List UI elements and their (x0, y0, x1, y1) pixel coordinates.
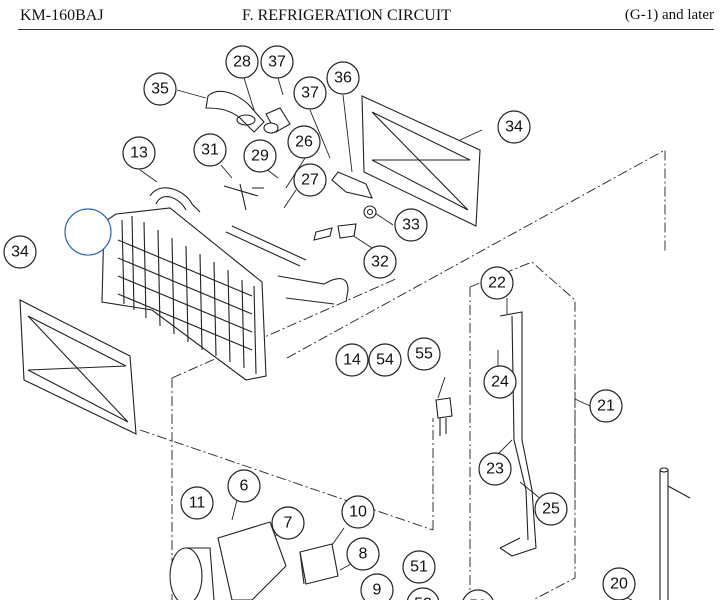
callout-12: 12 (64, 208, 112, 256)
tube-insulation-36-part (331, 171, 373, 199)
insulation-panel-left (19, 299, 137, 435)
svg-text:33: 33 (402, 217, 420, 234)
callout-53: 53 (462, 589, 494, 600)
svg-text:21: 21 (597, 398, 615, 415)
svg-text:34: 34 (11, 244, 29, 261)
callout-9: 9 (360, 573, 394, 600)
svg-text:35: 35 (151, 81, 169, 98)
strainer-part (223, 183, 264, 211)
svg-text:26: 26 (295, 134, 313, 151)
callout-10: 10 (341, 495, 375, 529)
callout-21: 21 (589, 389, 623, 423)
callout-8: 8 (346, 537, 380, 571)
suction-pipe-part (205, 90, 265, 133)
callout-24: 24 (483, 365, 517, 399)
thermistor-holder-part (363, 205, 377, 219)
callout-52: 52 (406, 587, 440, 600)
svg-text:27: 27 (301, 172, 319, 189)
float-switch-part (435, 397, 453, 436)
page-header: KM-160BAJ F. REFRIGERATION CIRCUIT (G-1)… (0, 0, 720, 32)
section-title: F. REFRIGERATION CIRCUIT (242, 7, 451, 24)
fan-motor-part (169, 521, 287, 600)
water-tube-assembly-outline (469, 261, 576, 600)
svg-text:29: 29 (251, 148, 269, 165)
svg-text:11: 11 (189, 495, 206, 512)
callout-27: 27 (293, 163, 327, 197)
svg-text:9: 9 (373, 582, 382, 599)
callout-26: 26 (287, 125, 321, 159)
svg-text:23: 23 (486, 461, 504, 478)
callout-55: 55 (407, 337, 441, 371)
callout-11: 11 (180, 486, 214, 520)
callout-14: 14 (335, 343, 369, 377)
callout-34-upper: 34 (497, 110, 531, 144)
callout-23: 23 (478, 452, 512, 486)
callout-35: 35 (143, 72, 177, 106)
svg-text:13: 13 (130, 145, 148, 162)
callout-28: 28 (225, 45, 259, 79)
water-supply-tube-part (499, 311, 537, 557)
insulation-tube-part (263, 107, 291, 134)
svg-text:14: 14 (343, 352, 361, 369)
svg-text:28: 28 (233, 54, 251, 71)
callout-6: 6 (227, 469, 261, 503)
callout-36: 36 (326, 61, 360, 95)
callout-37-upper: 37 (260, 45, 294, 79)
callout-37-lower: 37 (293, 76, 327, 110)
callout-12-highlight-ring (64, 208, 112, 256)
callout-13: 13 (122, 136, 156, 170)
svg-text:22: 22 (488, 275, 506, 292)
svg-text:34: 34 (505, 119, 523, 136)
model-number: KM-160BAJ (20, 7, 104, 24)
callout-31: 31 (193, 133, 227, 167)
svg-text:36: 36 (334, 70, 352, 87)
svg-text:6: 6 (240, 478, 249, 495)
clip-part (313, 223, 357, 241)
callout-54: 54 (368, 343, 402, 377)
callout-20: 20 (602, 567, 636, 600)
svg-text:54: 54 (376, 352, 394, 369)
svg-text:25: 25 (542, 501, 560, 518)
svg-text:37: 37 (268, 54, 286, 71)
callout-32: 32 (363, 245, 397, 279)
svg-text:55: 55 (415, 346, 433, 363)
svg-text:53: 53 (469, 598, 487, 600)
leader-lines (139, 77, 633, 600)
svg-text:32: 32 (371, 254, 389, 271)
svg-text:31: 31 (201, 142, 219, 159)
svg-text:10: 10 (349, 504, 367, 521)
drain-pipe-part (659, 467, 691, 600)
svg-text:7: 7 (284, 515, 293, 532)
insulation-panel-upper (361, 95, 481, 227)
svg-text:8: 8 (359, 546, 368, 563)
svg-text:52: 52 (414, 596, 432, 600)
svg-text:51: 51 (410, 559, 428, 576)
callout-29: 29 (243, 139, 277, 173)
serial-range: (G-1) and later (624, 7, 714, 23)
callout-34-left: 34 (3, 235, 37, 269)
callout-22: 22 (480, 266, 514, 300)
heat-exchanger-tubes (149, 187, 349, 305)
condenser-block-part (299, 543, 339, 585)
callout-33: 33 (394, 208, 428, 242)
callout-51: 51 (402, 550, 436, 584)
svg-text:37: 37 (301, 85, 319, 102)
svg-text:24: 24 (491, 374, 509, 391)
callout-7: 7 (271, 506, 305, 540)
svg-text:20: 20 (610, 576, 628, 593)
callout-25: 25 (534, 492, 568, 526)
header-rule (18, 29, 714, 30)
